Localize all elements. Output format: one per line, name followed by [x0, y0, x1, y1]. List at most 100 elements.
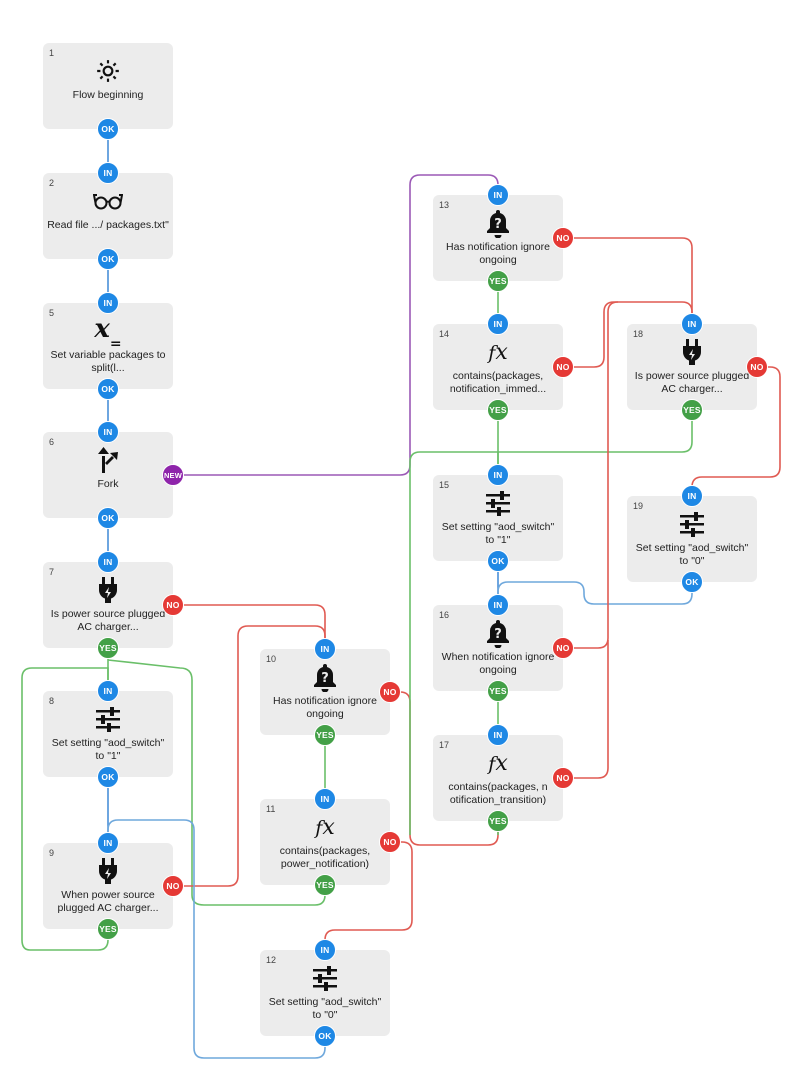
in-connector[interactable]: IN — [487, 724, 509, 746]
ok-connector[interactable]: OK — [97, 118, 119, 140]
block-label: Read file .../ packages.txt" — [47, 219, 169, 231]
block-label: Fork — [97, 478, 119, 490]
block-label: contains(packages, power_notification) — [279, 845, 371, 870]
bell-question-icon: ? — [433, 208, 563, 238]
in-connector[interactable]: IN — [487, 594, 509, 616]
connection-line — [173, 174, 499, 476]
flow-block-17[interactable]: 17 fx contains(packages, n otification_tra… — [433, 735, 563, 821]
connection-line — [563, 640, 609, 779]
yes-connector[interactable]: YES — [681, 399, 703, 421]
connection-line — [497, 581, 693, 605]
flow-block-18[interactable]: 18 Is power source plugged AC charger... — [627, 324, 757, 410]
glasses-icon — [43, 186, 173, 216]
ok-connector[interactable]: OK — [97, 248, 119, 270]
block-number: 14 — [439, 329, 450, 339]
no-connector[interactable]: NO — [379, 681, 401, 703]
no-connector[interactable]: NO — [746, 356, 768, 378]
block-number: 9 — [49, 848, 55, 858]
no-connector[interactable]: NO — [552, 356, 574, 378]
yes-connector[interactable]: YES — [314, 724, 336, 746]
yes-connector[interactable]: YES — [487, 680, 509, 702]
flow-block-6[interactable]: 6 Fork — [43, 432, 173, 518]
in-connector[interactable]: IN — [314, 939, 336, 961]
flow-block-16[interactable]: 16 ?When notification ignore ongoing — [433, 605, 563, 691]
block-number: 10 — [266, 654, 277, 664]
no-connector[interactable]: NO — [552, 637, 574, 659]
block-label: Flow beginning — [72, 89, 144, 101]
block-number: 1 — [49, 48, 55, 58]
in-connector[interactable]: IN — [97, 421, 119, 443]
in-connector[interactable]: IN — [97, 680, 119, 702]
connection-line — [107, 819, 326, 1059]
block-label: contains(packages, n otification_transit… — [448, 781, 548, 806]
yes-connector[interactable]: YES — [97, 918, 119, 940]
block-number: 13 — [439, 200, 450, 210]
sliders-icon — [260, 963, 390, 993]
block-number: 12 — [266, 955, 277, 965]
ok-connector[interactable]: OK — [97, 378, 119, 400]
ok-connector[interactable]: OK — [97, 766, 119, 788]
in-connector[interactable]: IN — [487, 313, 509, 335]
flow-block-12[interactable]: 12 Set setting "aod_switch" to "0" — [260, 950, 390, 1036]
function-icon: fx — [488, 750, 508, 776]
in-connector[interactable]: IN — [314, 638, 336, 660]
no-connector[interactable]: NO — [552, 767, 574, 789]
block-number: 15 — [439, 480, 450, 490]
yes-connector[interactable]: YES — [487, 270, 509, 292]
flow-block-7[interactable]: 7 Is power source plugged AC charger... — [43, 562, 173, 648]
flow-block-15[interactable]: 15 Set setting "aod_switch" to "1" — [433, 475, 563, 561]
yes-connector[interactable]: YES — [487, 399, 509, 421]
ok-connector[interactable]: OK — [314, 1025, 336, 1047]
flow-block-19[interactable]: 19 Set setting "aod_switch" to "0" — [627, 496, 757, 582]
flow-block-13[interactable]: 13 ? Has notification ignore ongoing — [433, 195, 563, 281]
in-connector[interactable]: IN — [97, 162, 119, 184]
block-label: contains(packages, notification_immed... — [449, 370, 547, 395]
block-number: 5 — [49, 308, 55, 318]
flow-block-9[interactable]: 9 When power source plugged AC charger..… — [43, 843, 173, 929]
flow-block-1[interactable]: 1 Flow beginning — [43, 43, 173, 129]
block-label: Set setting "aod_switch" to "0" — [635, 542, 749, 567]
flow-block-8[interactable]: 8 Set setting "aod_switch" to "1" — [43, 691, 173, 777]
in-connector[interactable]: IN — [97, 551, 119, 573]
block-number: 6 — [49, 437, 55, 447]
new-connector[interactable]: NEW — [162, 464, 184, 486]
flow-block-10[interactable]: 10 ?Has notification ignore ongoing — [260, 649, 390, 735]
function-icon: fx — [315, 814, 335, 840]
ok-connector[interactable]: OK — [681, 571, 703, 593]
function-icon: fx — [488, 339, 508, 365]
no-connector[interactable]: NO — [162, 875, 184, 897]
ok-connector[interactable]: OK — [487, 550, 509, 572]
yes-connector[interactable]: YES — [487, 810, 509, 832]
ok-connector[interactable]: OK — [97, 507, 119, 529]
sliders-icon — [43, 704, 173, 734]
block-number: 7 — [49, 567, 55, 577]
in-connector[interactable]: IN — [97, 292, 119, 314]
plug-icon — [43, 575, 173, 605]
flow-block-2[interactable]: 2 Read file .../ packages.txt" — [43, 173, 173, 259]
svg-text:?: ? — [494, 217, 502, 232]
fork-icon — [43, 445, 173, 475]
in-connector[interactable]: IN — [487, 184, 509, 206]
yes-connector[interactable]: YES — [97, 637, 119, 659]
block-number: 18 — [633, 329, 644, 339]
in-connector[interactable]: IN — [314, 788, 336, 810]
in-connector[interactable]: IN — [681, 485, 703, 507]
flow-block-14[interactable]: 14 fx contains(packages, notification_imme… — [433, 324, 563, 410]
connection-line — [107, 659, 326, 906]
sliders-icon — [433, 488, 563, 518]
in-connector[interactable]: IN — [487, 464, 509, 486]
no-connector[interactable]: NO — [552, 227, 574, 249]
no-connector[interactable]: NO — [162, 594, 184, 616]
block-label: Has notification ignore ongoing — [446, 241, 550, 266]
in-connector[interactable]: IN — [97, 832, 119, 854]
connection-line — [691, 366, 781, 496]
block-label: Is power source plugged AC charger... — [50, 608, 166, 633]
in-connector[interactable]: IN — [681, 313, 703, 335]
block-number: 17 — [439, 740, 450, 750]
block-label: Is power source plugged AC charger... — [634, 370, 750, 395]
no-connector[interactable]: NO — [379, 831, 401, 853]
yes-connector[interactable]: YES — [314, 874, 336, 896]
